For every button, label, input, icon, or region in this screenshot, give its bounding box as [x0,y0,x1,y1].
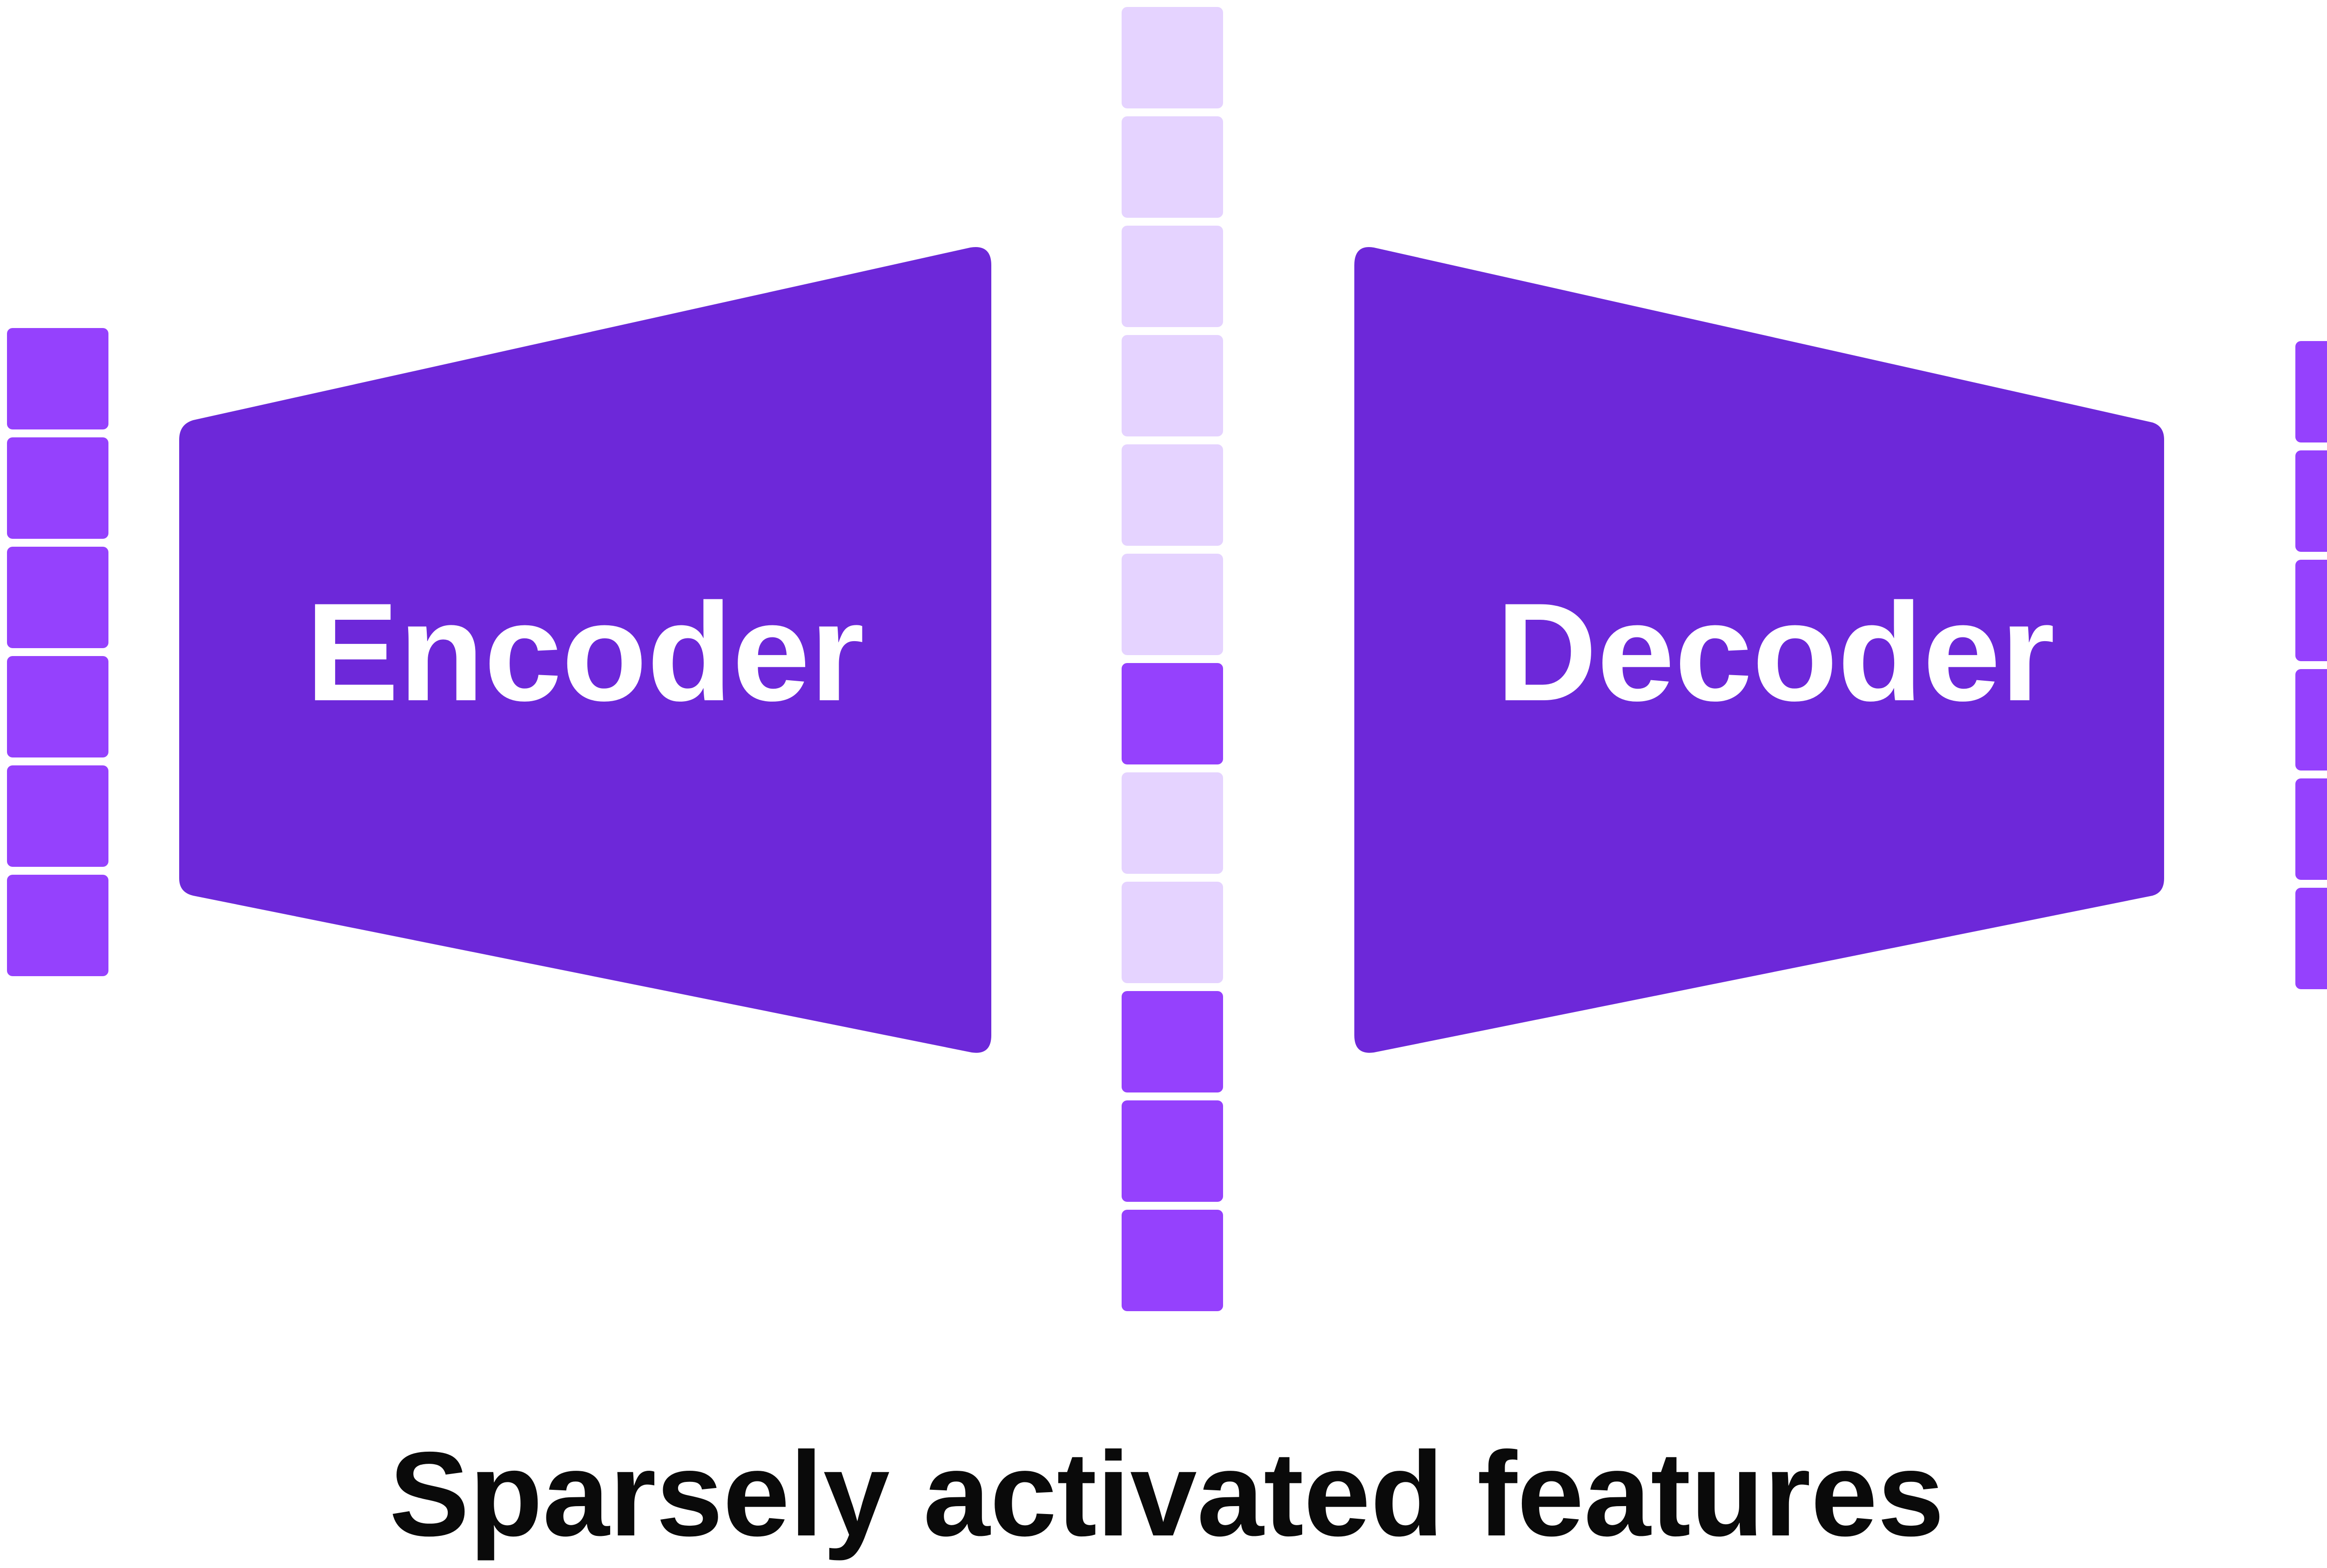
input-cell-2 [7,437,108,539]
decoder-block [1354,247,2164,1053]
feature-cell-7-active [1122,663,1223,764]
feature-cell-9-inactive [1122,882,1223,983]
feature-cell-1-inactive [1122,7,1223,108]
output-vector [2295,341,2327,989]
feature-cell-8-inactive [1122,772,1223,874]
input-cell-4 [7,656,108,757]
input-vector [7,328,108,976]
feature-cell-3-inactive [1122,226,1223,327]
feature-cell-4-inactive [1122,335,1223,436]
output-cell-3 [2295,560,2327,661]
output-cell-5 [2295,778,2327,880]
decoder-label: Decoder [1496,574,2055,730]
output-cell-1 [2295,341,2327,442]
feature-cell-2-inactive [1122,116,1223,218]
feature-cell-6-inactive [1122,554,1223,655]
input-cell-5 [7,765,108,867]
feature-cell-5-inactive [1122,444,1223,546]
feature-vector [1122,7,1223,1311]
input-cell-3 [7,547,108,648]
output-cell-6 [2295,888,2327,989]
output-cell-2 [2295,450,2327,552]
encoder-block [179,247,991,1053]
feature-cell-11-active [1122,1100,1223,1202]
feature-cell-10-active [1122,991,1223,1092]
encoder-label: Encoder [306,574,864,730]
caption: Sparsely activated features [389,1427,1944,1561]
output-cell-4 [2295,669,2327,771]
input-cell-1 [7,328,108,429]
feature-cell-12-active [1122,1210,1223,1311]
input-cell-6 [7,875,108,976]
